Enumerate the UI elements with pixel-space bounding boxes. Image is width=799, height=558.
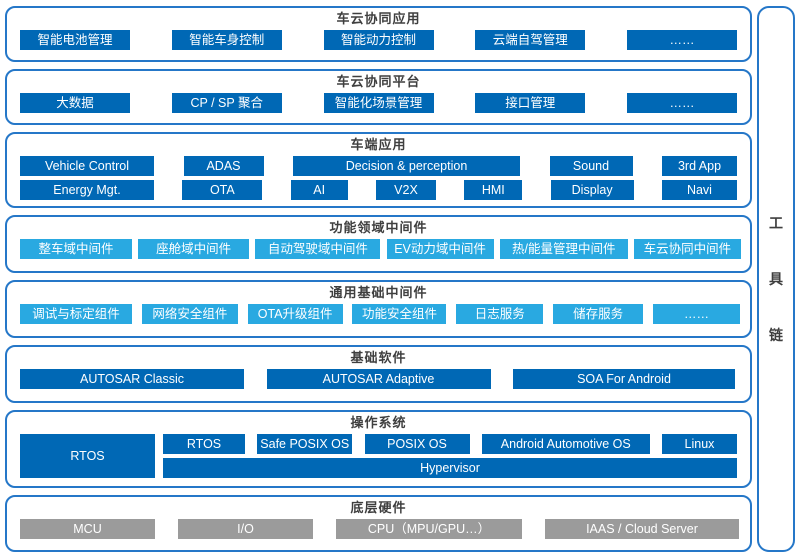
common-mw-box: OTA升级组件 [247, 304, 343, 324]
layer-cloud-app: 车云协同应用 智能电池管理 智能车身控制 智能动力控制 云端自驾管理 …… [5, 6, 752, 62]
layer-row: 智能电池管理 智能车身控制 智能动力控制 云端自驾管理 …… [20, 30, 737, 50]
domain-mw-box: 整车域中间件 [20, 239, 132, 259]
hardware-box: I/O [178, 519, 313, 539]
basic-sw-box: AUTOSAR Classic [20, 369, 244, 389]
common-mw-box-more: …… [652, 304, 740, 324]
cloud-app-box: 智能动力控制 [323, 30, 434, 50]
common-mw-box: 调试与标定组件 [20, 304, 132, 324]
vehicle-app-box: Display [550, 180, 634, 200]
vehicle-app-box: AI [290, 180, 348, 200]
layer-hardware: 底层硬件 MCU I/O CPU（MPU/GPU…） IAAS / Cloud … [5, 495, 752, 552]
cloud-app-box: 云端自驾管理 [475, 30, 586, 50]
layer-title: 功能领域中间件 [329, 220, 428, 235]
layer-title: 车端应用 [350, 137, 407, 152]
toolchain-char: 链 [769, 327, 783, 343]
domain-mw-box: 热/能量管理中间件 [499, 239, 628, 259]
layer-common-middleware: 通用基础中间件 调试与标定组件 网络安全组件 OTA升级组件 功能安全组件 日志… [5, 280, 752, 338]
domain-mw-box: 车云协同中间件 [633, 239, 741, 259]
toolchain-char: 工 [769, 215, 783, 231]
layer-title: 基础软件 [350, 350, 407, 365]
layer-title: 车云协同平台 [336, 74, 421, 89]
common-mw-box: 功能安全组件 [352, 304, 447, 324]
vehicle-app-box: Sound [549, 156, 633, 176]
cloud-app-box-more: …… [627, 30, 737, 50]
vehicle-app-box: Decision & perception [293, 156, 520, 176]
layer-row: Vehicle Control ADAS Decision & percepti… [20, 156, 737, 176]
basic-sw-box: SOA For Android [513, 369, 735, 389]
os-box: Safe POSIX OS [257, 434, 353, 454]
os-hypervisor-box: Hypervisor [163, 458, 737, 478]
layer-title: 车云协同应用 [336, 11, 421, 26]
layer-row: MCU I/O CPU（MPU/GPU…） IAAS / Cloud Serve… [20, 519, 739, 539]
cloud-app-box: 智能车身控制 [171, 30, 282, 50]
vehicle-app-box: 3rd App [662, 156, 737, 176]
os-right-column: RTOS Safe POSIX OS POSIX OS Android Auto… [163, 434, 737, 478]
cloud-platform-box: 智能化场景管理 [323, 93, 434, 113]
vehicle-app-box: V2X [375, 180, 436, 200]
layer-title: 通用基础中间件 [329, 285, 428, 300]
os-box: Android Automotive OS [481, 434, 650, 454]
layer-row: RTOS Safe POSIX OS POSIX OS Android Auto… [163, 434, 737, 454]
toolchain-char: 具 [769, 271, 783, 287]
vehicle-app-box: Navi [661, 180, 737, 200]
layer-row: Energy Mgt. OTA AI V2X HMI Display Navi [20, 180, 737, 200]
layer-basic-software: 基础软件 AUTOSAR Classic AUTOSAR Adaptive SO… [5, 345, 752, 403]
layer-row: 整车域中间件 座舱域中间件 自动驾驶域中间件 EV动力域中间件 热/能量管理中间… [20, 239, 741, 259]
layer-title: 操作系统 [350, 415, 407, 430]
domain-mw-box: 自动驾驶域中间件 [255, 239, 381, 259]
cloud-app-box: 智能电池管理 [20, 30, 130, 50]
hardware-box: MCU [20, 519, 155, 539]
common-mw-box: 日志服务 [456, 304, 544, 324]
toolchain-band: 工 具 链 [757, 6, 795, 552]
os-box: RTOS [163, 434, 245, 454]
os-box: POSIX OS [364, 434, 470, 454]
hardware-box: IAAS / Cloud Server [545, 519, 739, 539]
cloud-platform-box-more: …… [627, 93, 737, 113]
common-mw-box: 网络安全组件 [141, 304, 238, 324]
vehicle-app-box: ADAS [183, 156, 264, 176]
vehicle-app-box: HMI [464, 180, 523, 200]
common-mw-box: 储存服务 [553, 304, 644, 324]
domain-mw-box: EV动力域中间件 [386, 239, 494, 259]
os-rtos-main-box: RTOS [20, 434, 155, 478]
layer-cloud-platform: 车云协同平台 大数据 CP / SP 聚合 智能化场景管理 接口管理 …… [5, 69, 752, 125]
layer-title: 底层硬件 [350, 500, 407, 515]
layer-row: AUTOSAR Classic AUTOSAR Adaptive SOA For… [20, 369, 735, 389]
cloud-platform-box: 接口管理 [475, 93, 586, 113]
hardware-box: CPU（MPU/GPU…） [336, 519, 522, 539]
cloud-platform-box: CP / SP 聚合 [171, 93, 282, 113]
cloud-platform-box: 大数据 [20, 93, 130, 113]
vehicle-app-box: OTA [182, 180, 263, 200]
layer-row: 调试与标定组件 网络安全组件 OTA升级组件 功能安全组件 日志服务 储存服务 … [20, 304, 740, 324]
vehicle-app-box: Energy Mgt. [20, 180, 154, 200]
layer-row: 大数据 CP / SP 聚合 智能化场景管理 接口管理 …… [20, 93, 737, 113]
layer-domain-middleware: 功能领域中间件 整车域中间件 座舱域中间件 自动驾驶域中间件 EV动力域中间件 … [5, 215, 752, 273]
layer-operating-system: 操作系统 RTOS RTOS Safe POSIX OS POSIX OS An… [5, 410, 752, 488]
domain-mw-box: 座舱域中间件 [138, 239, 250, 259]
vehicle-app-box: Vehicle Control [20, 156, 154, 176]
layer-vehicle-app: 车端应用 Vehicle Control ADAS Decision & per… [5, 132, 752, 208]
basic-sw-box: AUTOSAR Adaptive [266, 369, 491, 389]
os-box: Linux [662, 434, 737, 454]
os-body: RTOS RTOS Safe POSIX OS POSIX OS Android… [20, 434, 737, 478]
